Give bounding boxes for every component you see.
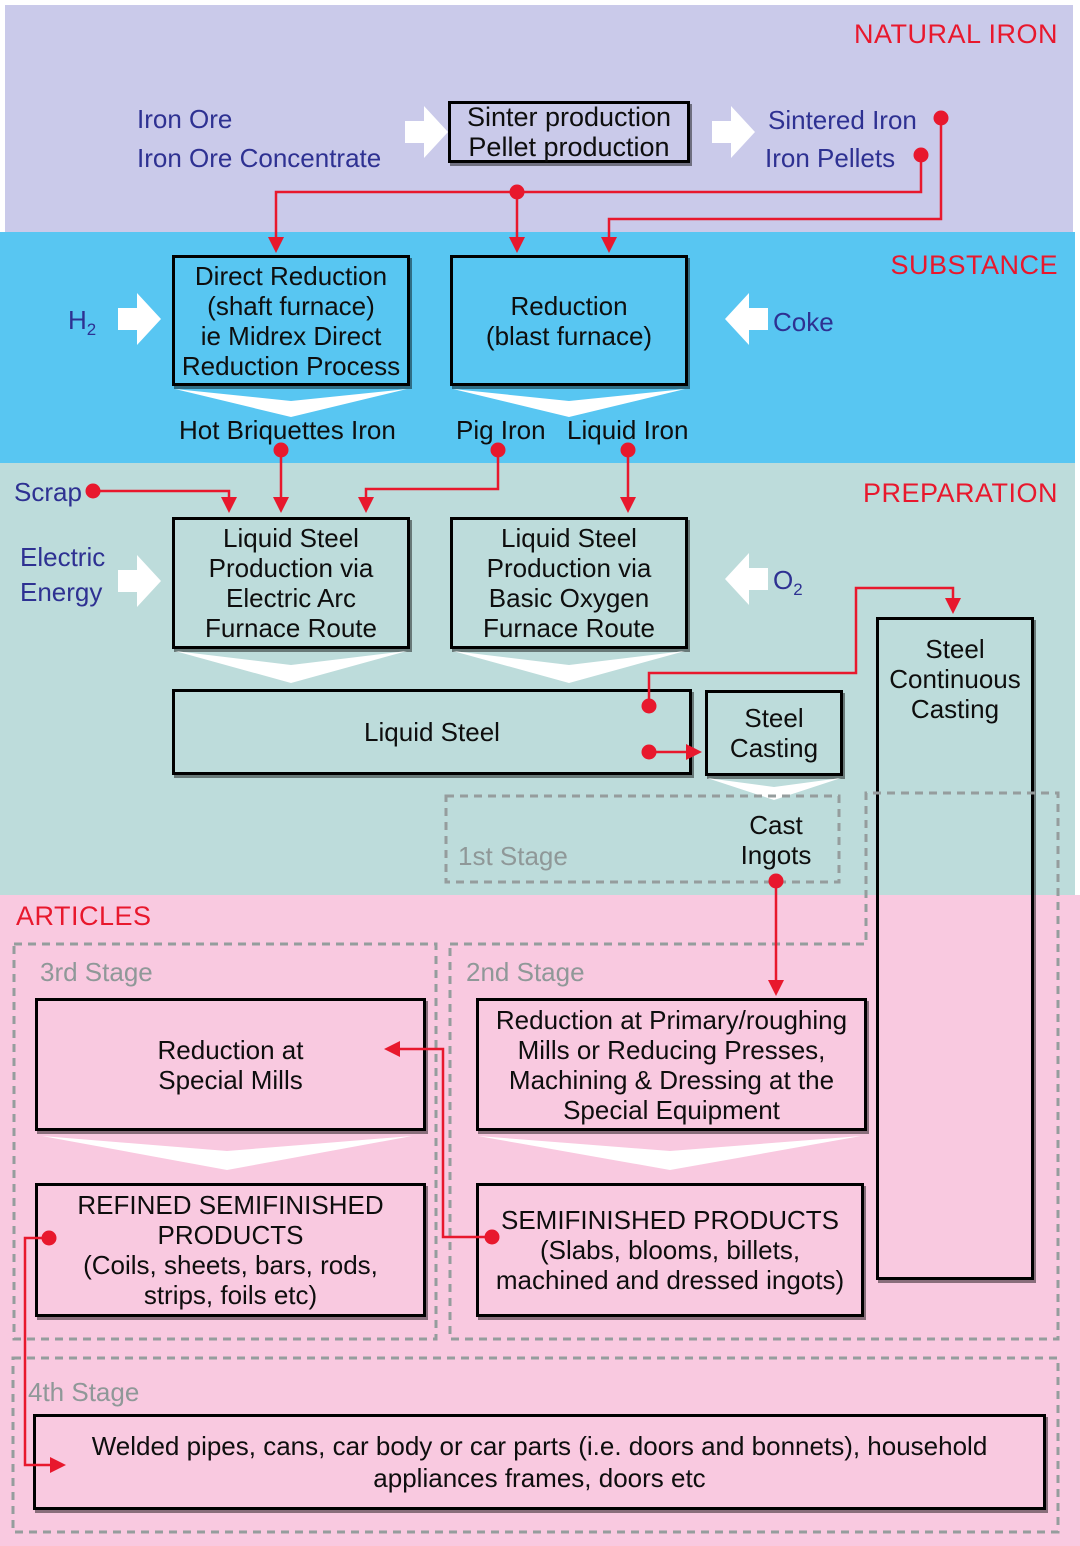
box-sinter-pellet-production: Sinter production Pellet production: [448, 101, 690, 163]
stage3-label: 3rd Stage: [40, 957, 153, 987]
band-title-articles: ARTICLES: [16, 901, 152, 931]
label-cast-ingots: Cast Ingots: [740, 810, 812, 870]
box-refined-semifinished-products: REFINED SEMIFINISHED PRODUCTS (Coils, sh…: [35, 1183, 426, 1317]
label-o2: O2: [773, 565, 803, 600]
label-liquid-iron: Liquid Iron: [567, 415, 689, 445]
label-iron-ore: Iron Ore: [137, 104, 233, 134]
stage2-label: 2nd Stage: [466, 957, 585, 987]
box-reduction-special-mills: Reduction at Special Mills: [35, 998, 426, 1131]
stage1-label: 1st Stage: [458, 841, 568, 871]
box-reduction-primary-mills: Reduction at Primary/roughing Mills or R…: [476, 998, 867, 1131]
label-hot-briquettes-iron: Hot Briquettes Iron: [179, 415, 396, 445]
label-coke: Coke: [773, 307, 834, 337]
band-title-natural-iron: NATURAL IRON: [853, 19, 1058, 49]
box-eaf-route: Liquid Steel Production via Electric Arc…: [172, 517, 410, 649]
label-h2: H2: [68, 305, 97, 340]
band-title-preparation: PREPARATION: [862, 478, 1058, 508]
label-electric-energy: Electric Energy: [20, 542, 106, 607]
label-iron-pellets: Iron Pellets: [765, 143, 896, 173]
band-title-substance: SUBSTANCE: [890, 250, 1058, 280]
box-semifinished-products: SEMIFINISHED PRODUCTS (Slabs, blooms, bi…: [476, 1183, 864, 1317]
box-blast-furnace-reduction: Reduction (blast furnace): [450, 255, 688, 386]
stage4-label: 4th Stage: [28, 1377, 140, 1407]
box-welded-products: Welded pipes, cans, car body or car part…: [33, 1414, 1046, 1510]
band-substance: [0, 232, 1075, 463]
label-pig-iron: Pig Iron: [456, 415, 546, 445]
box-direct-reduction: Direct Reduction (shaft furnace) ie Midr…: [172, 255, 410, 386]
label-scrap: Scrap: [14, 477, 82, 507]
box-steel-casting: Steel Casting: [705, 690, 843, 776]
label-iron-ore-concentrate: Iron Ore Concentrate: [137, 143, 382, 173]
box-steel-continuous-casting: Steel Continuous Casting: [876, 617, 1034, 1280]
label-sintered-iron: Sintered Iron: [768, 105, 917, 135]
box-liquid-steel: Liquid Steel: [172, 689, 692, 775]
box-bof-route: Liquid Steel Production via Basic Oxygen…: [450, 517, 688, 649]
